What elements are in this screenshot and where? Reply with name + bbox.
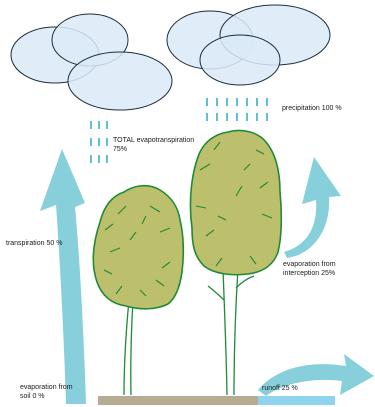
total-evapotranspiration-label: TOTAL evapotranspiration 75% (113, 136, 194, 154)
cloud (68, 52, 172, 110)
right-cloud-cluster (167, 5, 330, 85)
rain-dash (90, 155, 92, 163)
rain-dash (98, 138, 100, 146)
transpiration-label: transpiration 50 % (6, 239, 62, 248)
rain-dash (226, 98, 228, 106)
rain-dash (98, 155, 100, 163)
rain-dash (206, 98, 208, 106)
precipitation-label: precipitation 100 % (282, 104, 342, 113)
transpiration-arrow (40, 149, 86, 404)
rain-dash (266, 98, 268, 106)
surface-water (258, 396, 335, 405)
right-tree-canopy (190, 130, 281, 274)
rain-dash (236, 113, 238, 121)
runoff-label: runoff 25 % (262, 384, 298, 393)
evaporation-interception-label: evaporation from interception 25% (283, 260, 336, 278)
rain-dash (106, 138, 108, 146)
rain-dash (206, 113, 208, 121)
interception-evaporation-arrow (284, 157, 341, 258)
rain-dash (256, 98, 258, 106)
rain-dash (98, 121, 100, 129)
rain-dash (216, 113, 218, 121)
rain-dash (106, 155, 108, 163)
rain-dash (266, 113, 268, 121)
rain-dash (236, 98, 238, 106)
rain-dash (256, 113, 258, 121)
right-tree (190, 130, 281, 395)
rain-dash (246, 113, 248, 121)
rain-dash (216, 98, 218, 106)
rain-dash (246, 98, 248, 106)
precipitation-dashes (206, 98, 268, 121)
rain-dash (90, 138, 92, 146)
evaporation-soil-label: evaporation from soil 0 % (20, 383, 73, 401)
left-tree-canopy (93, 186, 183, 309)
cloud (200, 35, 280, 85)
left-tree (93, 186, 183, 395)
rain-dash (106, 121, 108, 129)
left-cloud-cluster (11, 14, 172, 110)
rain-dash (90, 121, 92, 129)
evapotranspiration-dashes (90, 121, 108, 163)
ground-surface (98, 396, 258, 405)
rain-dash (226, 113, 228, 121)
